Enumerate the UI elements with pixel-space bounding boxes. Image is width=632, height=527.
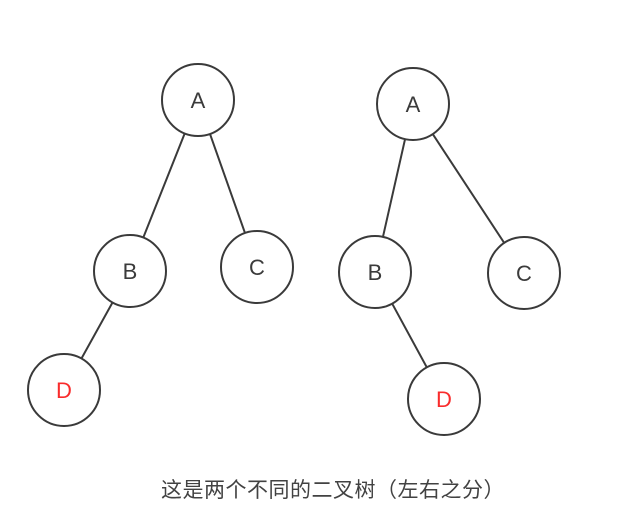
right-tree-node-label-A: A xyxy=(406,92,421,117)
left-tree-node-label-B: B xyxy=(123,259,138,284)
right-tree-node-A xyxy=(376,67,450,141)
right-tree-node-label-C: C xyxy=(516,261,532,286)
left-tree-node-C xyxy=(220,230,294,304)
right-tree: A B C D xyxy=(338,67,561,436)
diagram-caption: 这是两个不同的二叉树（左右之分） xyxy=(161,479,505,502)
left-tree: A B C D xyxy=(27,63,294,427)
left-tree-node-label-A: A xyxy=(191,88,206,113)
left-tree-node-label-D: D xyxy=(56,378,72,403)
right-tree-node-C xyxy=(487,236,561,310)
right-tree-node-D xyxy=(407,362,481,436)
right-tree-node-label-B: B xyxy=(368,260,383,285)
right-tree-node-label-D: D xyxy=(436,387,452,412)
left-tree-node-B xyxy=(93,234,167,308)
right-tree-node-B xyxy=(338,235,412,309)
left-tree-node-D xyxy=(27,353,101,427)
left-tree-node-label-C: C xyxy=(249,255,265,280)
left-tree-node-A xyxy=(161,63,235,137)
